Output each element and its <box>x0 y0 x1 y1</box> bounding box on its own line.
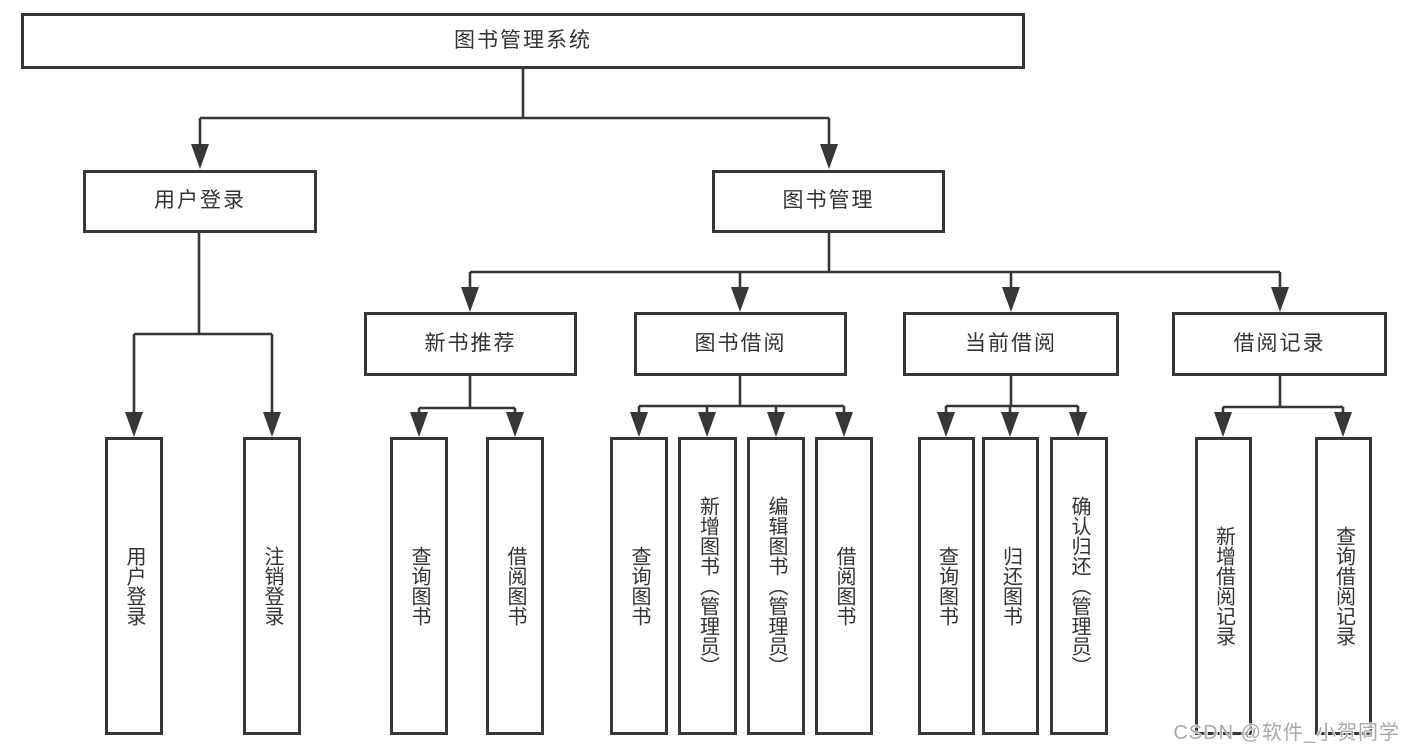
node-library-system: 图书管理系统 <box>21 13 1025 69</box>
leaf-borrowing-query-books-label: 查询图书 <box>628 546 650 626</box>
node-new-book-recommend-label: 新书推荐 <box>424 331 517 355</box>
node-book-management: 图书管理 <box>712 170 945 233</box>
leaf-user-login-label: 用户登录 <box>123 546 145 626</box>
node-user-login: 用户登录 <box>83 170 317 233</box>
leaf-recommend-borrow-books: 借阅图书 <box>486 437 544 735</box>
node-book-borrowing-label: 图书借阅 <box>694 331 787 355</box>
leaf-borrowing-query-books: 查询图书 <box>610 437 668 735</box>
node-new-book-recommend: 新书推荐 <box>364 312 577 376</box>
leaf-add-borrow-record: 新增借阅记录 <box>1195 437 1252 735</box>
leaf-borrowing-borrow-books-label: 借阅图书 <box>833 546 855 626</box>
leaf-query-borrow-record: 查询借阅记录 <box>1315 437 1372 735</box>
node-book-management-label: 图书管理 <box>782 189 875 213</box>
leaf-logout-label: 注销登录 <box>261 546 283 626</box>
leaf-query-borrow-record-label: 查询借阅记录 <box>1332 526 1355 646</box>
csdn-watermark: CSDN @软件_小贺同学 <box>1173 722 1400 744</box>
leaf-confirm-return-admin-label: 确认归还（管理员） <box>1068 496 1090 676</box>
leaf-add-book-admin: 新增图书（管理员） <box>678 437 737 735</box>
leaf-edit-book-admin-label: 编辑图书（管理员） <box>765 496 787 676</box>
leaf-recommend-query-books-label: 查询图书 <box>408 546 430 626</box>
leaf-current-query-books: 查询图书 <box>918 437 975 735</box>
leaf-logout: 注销登录 <box>243 437 301 735</box>
leaf-user-login: 用户登录 <box>105 437 163 735</box>
node-book-borrowing: 图书借阅 <box>634 312 847 376</box>
node-library-system-label: 图书管理系统 <box>454 28 592 52</box>
node-user-login-label: 用户登录 <box>154 189 246 213</box>
leaf-confirm-return-admin: 确认归还（管理员） <box>1050 437 1108 735</box>
node-current-borrowing-label: 当前借阅 <box>965 331 1057 355</box>
leaf-recommend-borrow-books-label: 借阅图书 <box>504 546 526 626</box>
node-borrowing-records-label: 借阅记录 <box>1233 331 1326 355</box>
node-current-borrowing: 当前借阅 <box>903 312 1119 376</box>
leaf-add-book-admin-label: 新增图书（管理员） <box>696 496 719 676</box>
leaf-return-books: 归还图书 <box>982 437 1039 735</box>
leaf-current-query-books-label: 查询图书 <box>935 546 958 626</box>
leaf-add-borrow-record-label: 新增借阅记录 <box>1212 526 1235 646</box>
node-borrowing-records: 借阅记录 <box>1172 312 1387 376</box>
leaf-recommend-query-books: 查询图书 <box>390 437 448 735</box>
leaf-return-books-label: 归还图书 <box>999 546 1022 626</box>
leaf-borrowing-borrow-books: 借阅图书 <box>815 437 873 735</box>
leaf-edit-book-admin: 编辑图书（管理员） <box>747 437 805 735</box>
